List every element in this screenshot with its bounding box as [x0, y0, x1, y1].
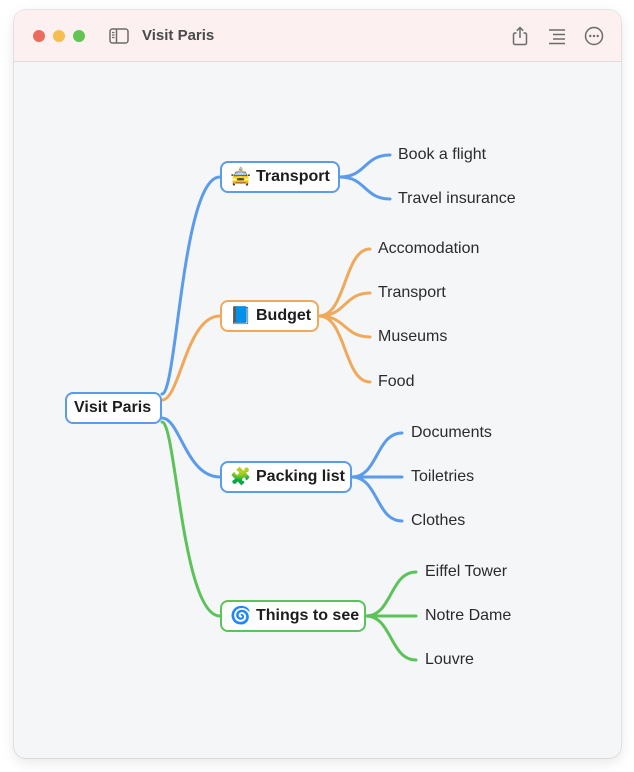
connector-packing — [160, 416, 222, 479]
minimize-window-button[interactable] — [53, 30, 65, 42]
root-node-label: Visit Paris — [74, 399, 152, 416]
cyclone-icon: 🌀 — [230, 606, 252, 625]
node-budget[interactable]: 📘 Budget — [220, 300, 319, 332]
leaf-travel-insurance[interactable]: Travel insurance — [398, 190, 516, 207]
leaf-book-a-flight[interactable]: Book a flight — [398, 146, 487, 163]
connector-transport — [160, 175, 222, 396]
node-budget-label: Budget — [256, 307, 312, 324]
connector-budget — [160, 314, 222, 402]
root-node[interactable]: Visit Paris — [65, 392, 162, 424]
leaf-notre-dame[interactable]: Notre Dame — [425, 607, 512, 624]
node-transport[interactable]: 🚖 Transport — [220, 161, 340, 193]
taxi-icon: 🚖 — [230, 167, 252, 186]
close-window-button[interactable] — [33, 30, 45, 42]
leaf-clothes[interactable]: Clothes — [411, 512, 466, 529]
book-icon: 📘 — [230, 306, 252, 325]
leaf-louvre[interactable]: Louvre — [425, 651, 474, 668]
connector-things — [160, 420, 222, 618]
node-packing-list[interactable]: 🧩 Packing list — [220, 461, 352, 493]
share-icon[interactable] — [508, 24, 532, 48]
connector-lines — [160, 153, 418, 662]
leaf-museums[interactable]: Museums — [378, 328, 448, 345]
node-transport-label: Transport — [256, 168, 330, 185]
zoom-window-button[interactable] — [73, 30, 85, 42]
node-things-to-see[interactable]: 🌀 Things to see — [220, 600, 366, 632]
node-packing-list-label: Packing list — [256, 468, 345, 485]
more-icon[interactable] — [582, 24, 606, 48]
outline-icon[interactable] — [545, 24, 569, 48]
app-window: Visit Paris — [14, 10, 621, 758]
leaf-eiffel-tower[interactable]: Eiffel Tower — [425, 563, 508, 580]
leaf-transport[interactable]: Transport — [378, 284, 446, 301]
title-bar: Visit Paris — [14, 10, 621, 62]
puzzle-icon: 🧩 — [230, 467, 252, 486]
window-title: Visit Paris — [142, 27, 215, 44]
leaf-accomodation[interactable]: Accomodation — [378, 240, 480, 257]
leaf-food[interactable]: Food — [378, 373, 415, 390]
mindmap-canvas[interactable]: Visit Paris 🚖 Transport Book a flight Tr… — [14, 62, 621, 758]
node-things-to-see-label: Things to see — [256, 607, 360, 624]
leaf-documents[interactable]: Documents — [411, 424, 492, 441]
leaf-toiletries[interactable]: Toiletries — [411, 468, 475, 485]
sidebar-icon[interactable] — [107, 24, 131, 48]
